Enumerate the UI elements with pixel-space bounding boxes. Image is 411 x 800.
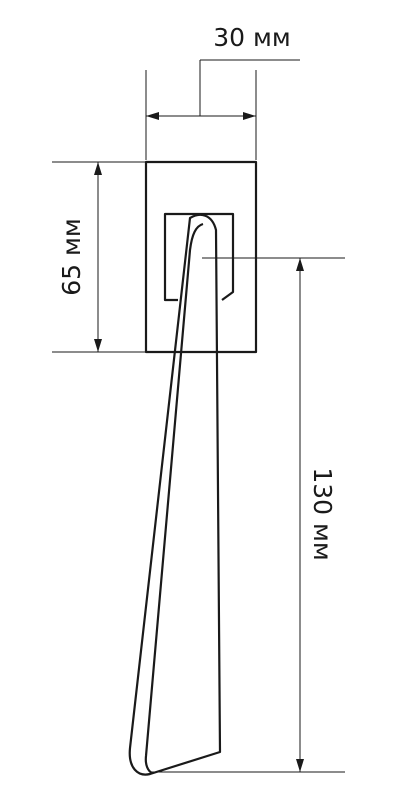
lever-edge-line: [144, 222, 204, 774]
lever-arrow-bottom: [296, 759, 304, 772]
rose-arrow-bottom: [94, 339, 102, 352]
rose-outline: [144, 160, 258, 354]
lever-arrow-top: [296, 258, 304, 271]
lever-handle: [128, 213, 222, 776]
lever-length-dimension: 130 мм: [150, 257, 345, 773]
width-label: 30 мм: [213, 23, 290, 52]
lever-length-label: 130 мм: [308, 467, 337, 560]
rose-arrow-top: [94, 162, 102, 175]
rose-plate: [144, 160, 258, 354]
width-arrow-right: [243, 112, 256, 120]
lever-outline: [128, 213, 222, 776]
rose-height-label: 65 мм: [57, 218, 86, 295]
rose-height-dimension: 65 мм: [52, 161, 146, 353]
width-dimension: 30 мм: [145, 23, 300, 160]
width-arrow-left: [146, 112, 159, 120]
